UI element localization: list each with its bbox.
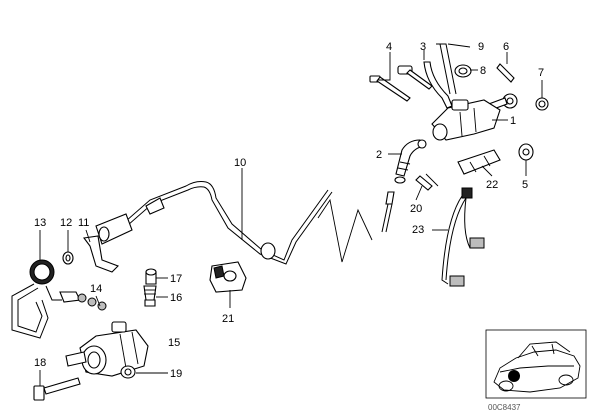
- part-17-cap: [145, 268, 157, 285]
- label-21: 21: [222, 313, 234, 325]
- label-22: 22: [486, 179, 498, 191]
- part-20-clip: [415, 173, 439, 191]
- label-11: 11: [78, 217, 89, 229]
- part-15-slave-cylinder: [65, 321, 149, 377]
- location-marker-icon: [508, 370, 520, 382]
- part-18-bolt: [33, 377, 81, 401]
- part-5-nut: [518, 143, 534, 161]
- label-2: 2: [376, 149, 382, 161]
- part-19-nut: [120, 365, 136, 379]
- part-23-wiring: [441, 187, 485, 287]
- label-17: 17: [170, 273, 182, 285]
- image-code: 00C8437: [488, 403, 521, 412]
- label-14: 14: [90, 283, 102, 295]
- part-7-nut: [535, 97, 549, 111]
- part-10-hydraulic-line: [117, 181, 373, 265]
- label-13: 13: [34, 217, 46, 229]
- part-number-labels: 3 9 4 6 8 7 1 2 10 5 22 20 23 13 12 11 1…: [34, 41, 544, 380]
- part-3-hose: [423, 61, 453, 109]
- label-8: 8: [480, 65, 486, 77]
- label-7: 7: [538, 67, 544, 79]
- label-1: 1: [510, 115, 516, 127]
- label-18: 18: [34, 357, 46, 369]
- part-21-mount: [209, 261, 247, 293]
- part-1-master-cylinder: [431, 99, 501, 141]
- label-3: 3: [420, 41, 426, 53]
- part-4b-bolt: [397, 65, 433, 90]
- thumbnail-frame: [485, 329, 587, 399]
- o-ring: [394, 176, 406, 184]
- label-6: 6: [503, 41, 509, 53]
- car-outline-icon: [493, 341, 581, 393]
- part-13-hose: [11, 259, 62, 339]
- part-2-hose-fitting: [395, 139, 427, 177]
- label-5: 5: [522, 179, 528, 191]
- part-16-bleed-screw: [143, 285, 157, 307]
- part-11-bracket: [83, 213, 133, 273]
- label-10: 10: [234, 157, 246, 169]
- label-20: 20: [410, 203, 422, 215]
- master-cylinder-assembly: [369, 43, 549, 287]
- leader-lines: [39, 43, 543, 386]
- part-22-bracket: [457, 149, 501, 175]
- part-14-fitting: [59, 291, 107, 311]
- label-12: 12: [60, 217, 72, 229]
- label-4: 4: [386, 41, 392, 53]
- part-9-pipe: [436, 43, 457, 95]
- fluid-line-short: [381, 191, 395, 233]
- label-16: 16: [170, 292, 182, 304]
- label-23: 23: [412, 224, 424, 236]
- label-15: 15: [168, 337, 180, 349]
- part-8-clamp: [454, 64, 472, 78]
- part-6-pin: [496, 63, 515, 83]
- part-12-nut: [62, 251, 74, 265]
- vehicle-locator-thumbnail: [485, 329, 587, 399]
- label-19: 19: [170, 368, 182, 380]
- label-9: 9: [478, 41, 484, 53]
